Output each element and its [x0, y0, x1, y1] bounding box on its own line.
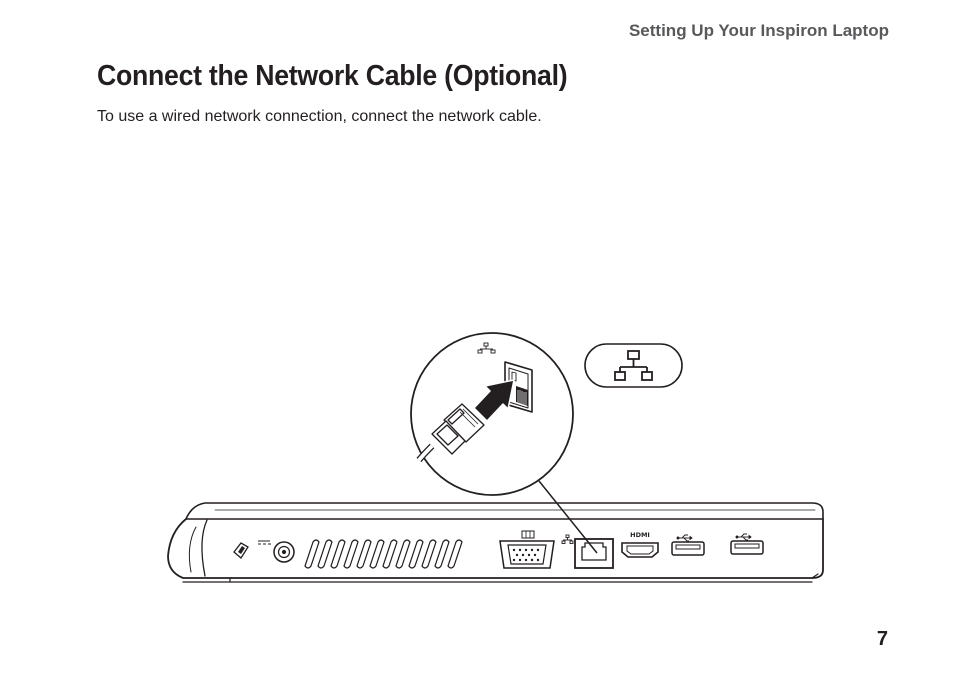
zoom-detail: [410, 332, 574, 496]
network-icon: [584, 343, 683, 388]
network-port: [561, 534, 614, 569]
running-header: Setting Up Your Inspiron Laptop: [628, 21, 889, 40]
air-vents: [304, 539, 463, 569]
hdmi-icon: HDMI: [621, 531, 659, 558]
security-lock-icon: [233, 542, 249, 559]
intro-text: To use a wired network connection, conne…: [97, 108, 542, 125]
hdmi-label: HDMI: [630, 531, 650, 539]
callout-line: [538, 480, 598, 554]
laptop-side-view: [167, 502, 824, 583]
page-title: Connect the Network Cable (Optional): [97, 60, 568, 92]
usb-icon: [671, 534, 705, 556]
usb-icon: [730, 533, 764, 555]
network-icon: [477, 342, 496, 354]
vga-icon: [499, 530, 555, 569]
power-icon: [258, 540, 295, 563]
page-number: 7: [876, 628, 888, 650]
